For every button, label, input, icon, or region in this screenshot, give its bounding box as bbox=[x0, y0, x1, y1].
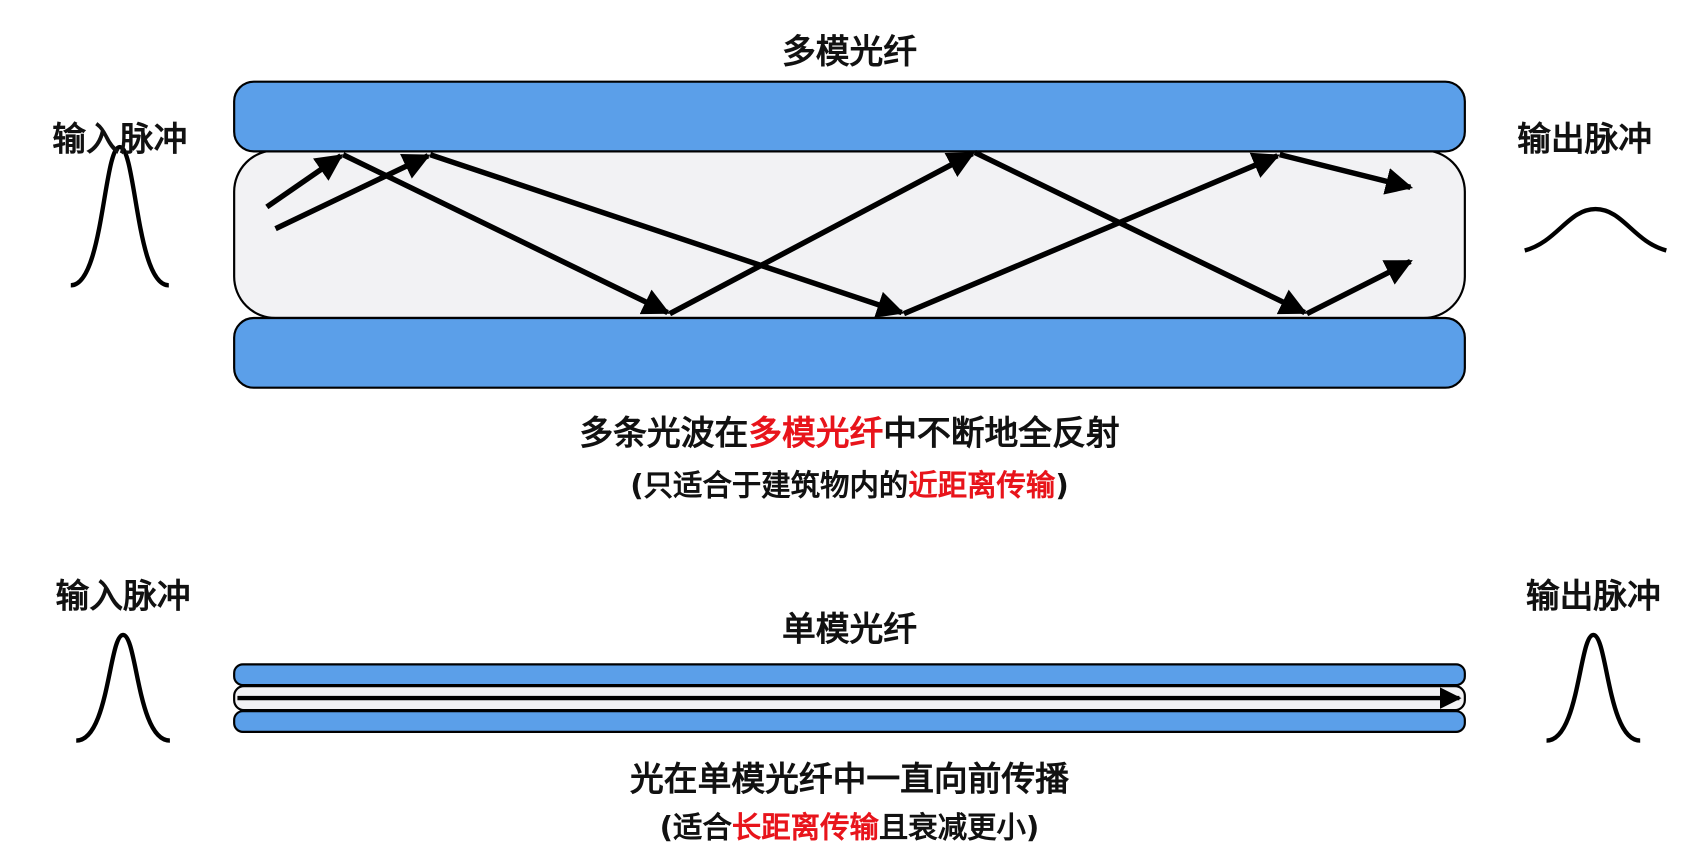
note-segment: (适合 bbox=[659, 811, 732, 846]
multimode-input-label: 输入脉冲 bbox=[52, 119, 188, 160]
note-segment: (只适合于建筑物内的 bbox=[630, 469, 909, 504]
singlemode-title: 单模光纤 bbox=[781, 609, 918, 650]
input-pulse-singlemode bbox=[75, 632, 171, 743]
multimode-cladding-bottom bbox=[233, 316, 1466, 389]
singlemode-note: (适合长距离传输且衰减更小) bbox=[660, 804, 1040, 846]
note-segment: 且衰减更小) bbox=[878, 811, 1040, 846]
multimode-note: (只适合于建筑物内的近距离传输) bbox=[630, 462, 1069, 504]
caption-highlight: 多模光纤 bbox=[748, 413, 884, 454]
singlemode-cladding-top bbox=[233, 663, 1466, 687]
light-ray-a bbox=[265, 150, 1413, 317]
singlemode-input-label: 输入脉冲 bbox=[55, 577, 191, 617]
note-segment: ) bbox=[1055, 469, 1069, 504]
singlemode-caption: 光在单模光纤中一直向前传播 bbox=[630, 751, 1069, 800]
singlemode-cladding-bottom bbox=[233, 710, 1466, 733]
caption-segment: 多条光波在 bbox=[579, 413, 749, 454]
caption-segment: 中不断地全反射 bbox=[883, 413, 1120, 454]
output-pulse-multimode-broadened bbox=[1524, 206, 1667, 253]
singlemode-output-label: 输出脉冲 bbox=[1525, 577, 1661, 617]
light-ray-b bbox=[274, 152, 1414, 318]
note-highlight: 长距离传输 bbox=[731, 811, 879, 846]
multimode-cladding-top bbox=[233, 80, 1466, 153]
note-highlight: 近距离传输 bbox=[908, 469, 1056, 504]
multimode-output-label: 输出脉冲 bbox=[1517, 119, 1653, 160]
input-pulse-multimode bbox=[70, 144, 170, 288]
output-pulse-singlemode bbox=[1546, 632, 1641, 743]
caption-segment: 光在单模光纤中一直向前传播 bbox=[630, 760, 1069, 800]
multimode-caption: 多条光波在多模光纤中不断地全反射 bbox=[579, 405, 1119, 454]
multimode-title: 多模光纤 bbox=[781, 32, 918, 72]
